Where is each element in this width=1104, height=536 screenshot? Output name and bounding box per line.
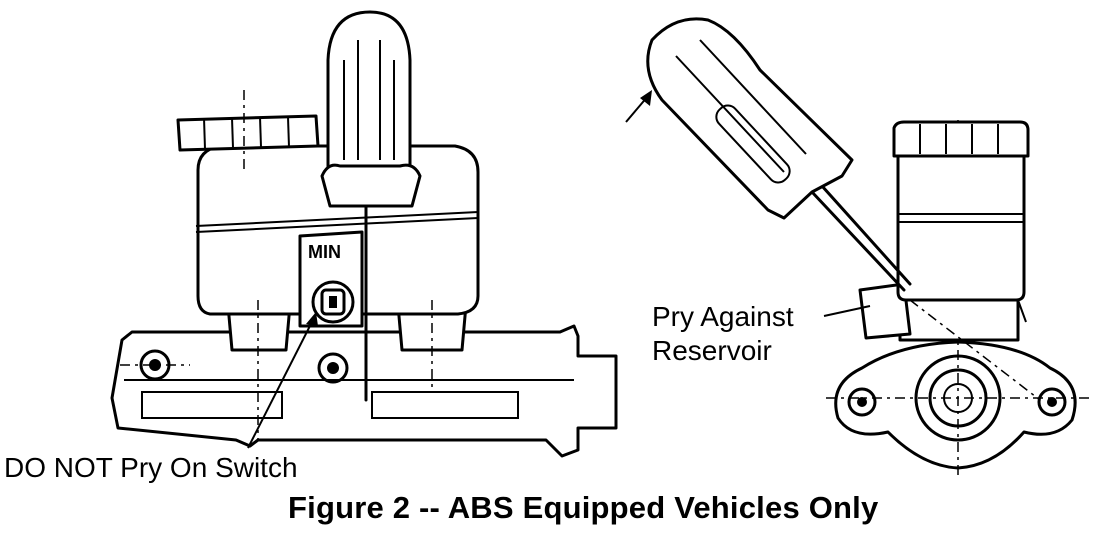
- figure-caption: Figure 2 -- ABS Equipped Vehicles Only: [288, 490, 879, 525]
- reservoir-cap: [176, 114, 320, 152]
- switch-leader-line: [247, 313, 317, 449]
- master-cylinder-side-view: MIN: [110, 10, 618, 458]
- screwdriver-handle-top: [326, 10, 412, 172]
- screwdriver-shaft: [810, 190, 906, 292]
- level-switch-icon: [311, 280, 355, 324]
- min-mark: MIN: [308, 242, 341, 262]
- do-not-pry-on-switch-label: DO NOT Pry On Switch: [4, 452, 298, 483]
- pry-against-reservoir-label: Pry Against Reservoir: [652, 300, 794, 368]
- pry-against-line2: Reservoir: [652, 335, 772, 366]
- pry-against-line1: Pry Against: [652, 301, 794, 332]
- pry-leader-line: [823, 305, 871, 317]
- master-cylinder-end-view: [625, 17, 1092, 476]
- screwdriver-icon: [646, 17, 854, 220]
- cylinder-body: [110, 324, 618, 458]
